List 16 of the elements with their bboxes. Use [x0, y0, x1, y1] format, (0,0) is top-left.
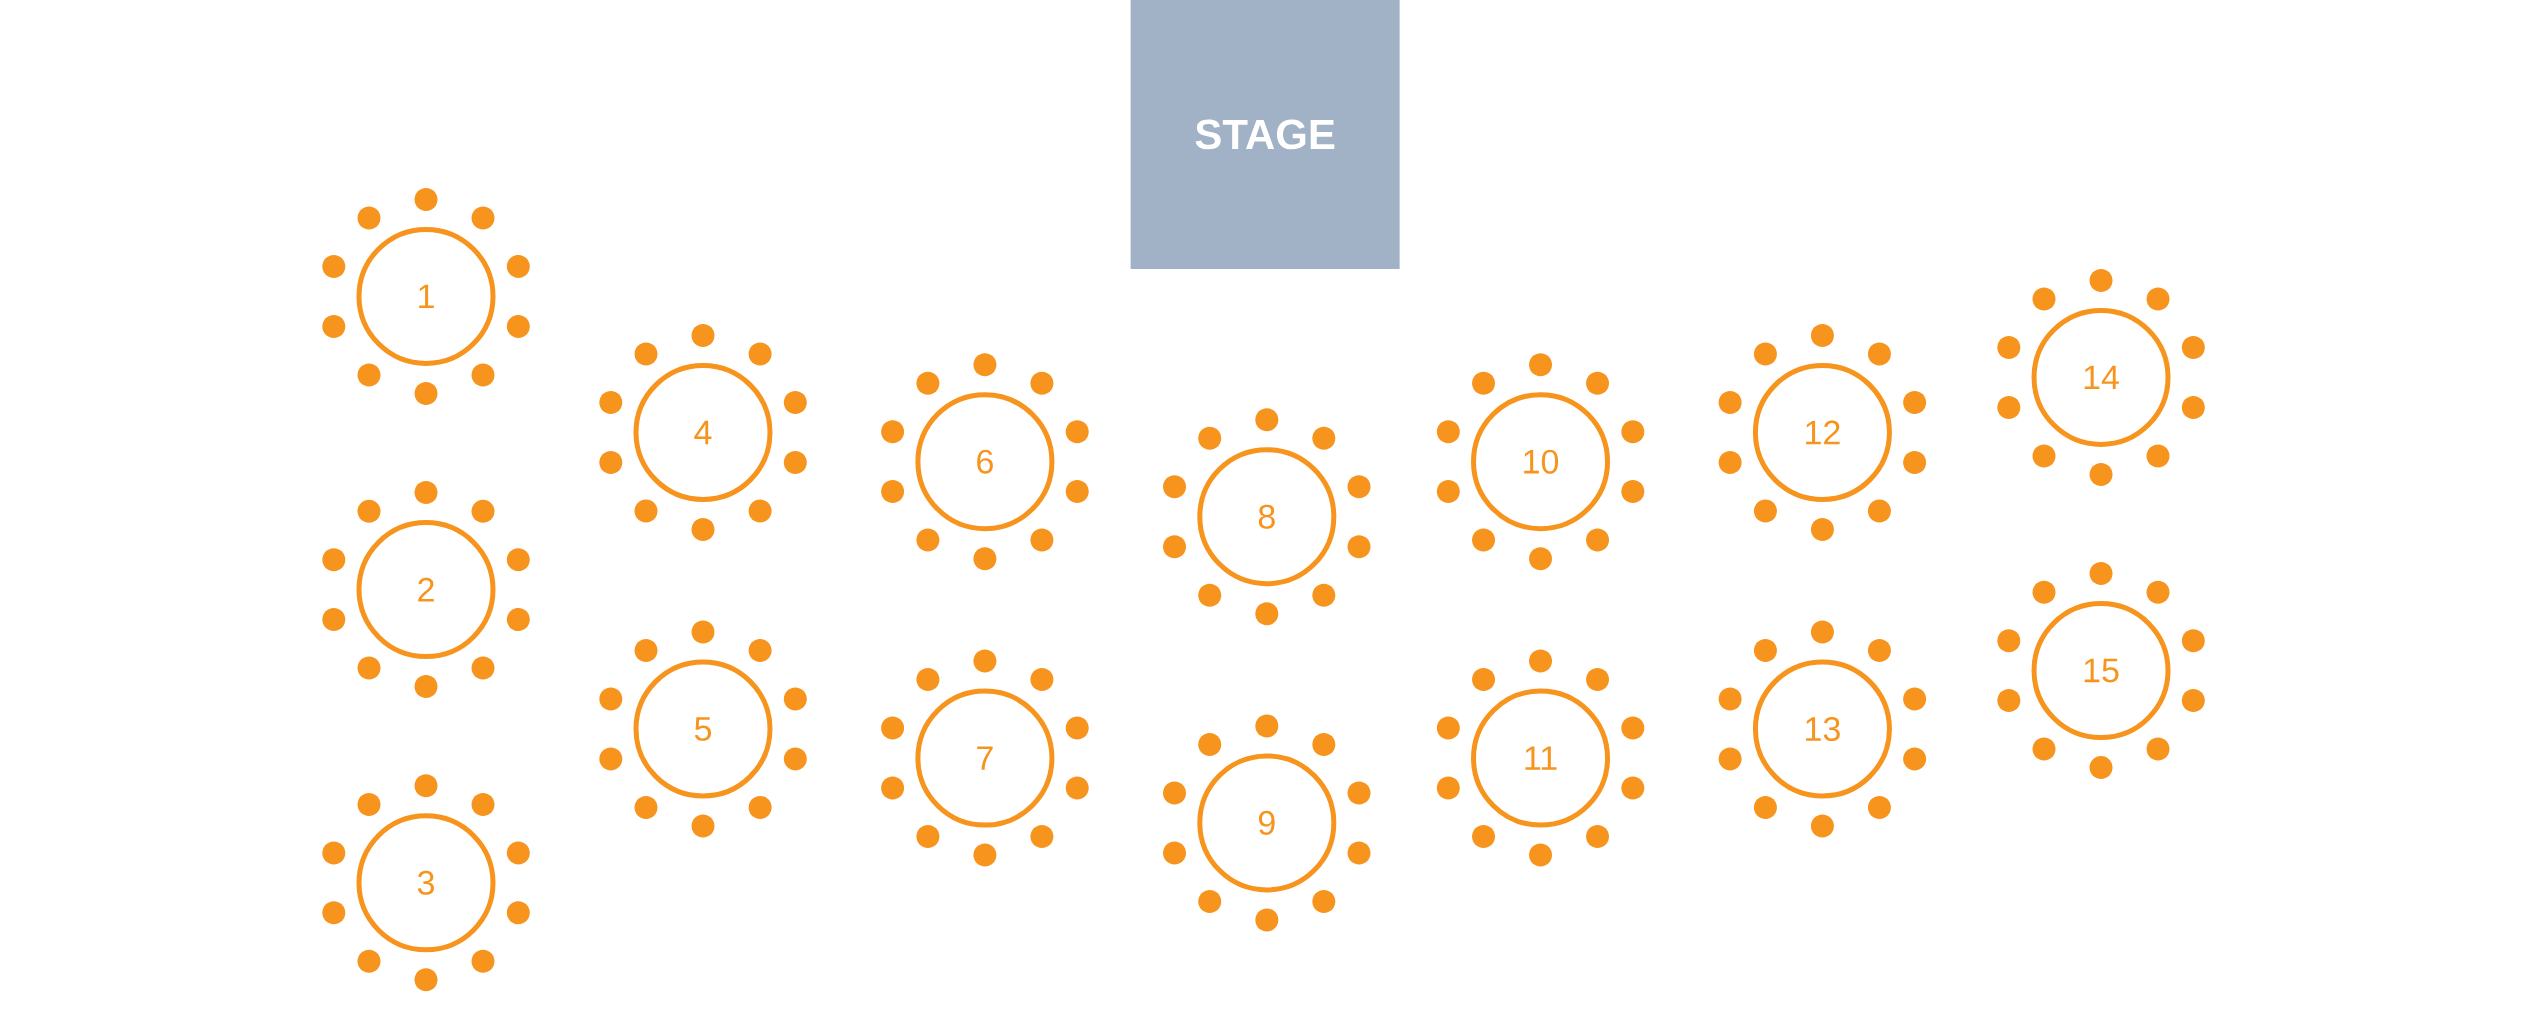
table: 10 [1471, 392, 1610, 532]
table: 15 [2031, 601, 2171, 741]
table: 7 [915, 688, 1055, 828]
table: 2 [356, 520, 496, 660]
table: 4 [633, 363, 773, 502]
table: 5 [633, 659, 773, 799]
stage: STAGE [1130, 0, 1400, 269]
table: 3 [356, 813, 496, 953]
table: 14 [2031, 307, 2171, 447]
table: 1 [356, 226, 496, 366]
table: 6 [915, 392, 1055, 532]
table: 12 [1752, 363, 1892, 502]
table: 9 [1197, 753, 1337, 893]
table: 8 [1197, 447, 1337, 587]
table: 13 [1752, 659, 1892, 799]
table: 11 [1471, 688, 1610, 828]
